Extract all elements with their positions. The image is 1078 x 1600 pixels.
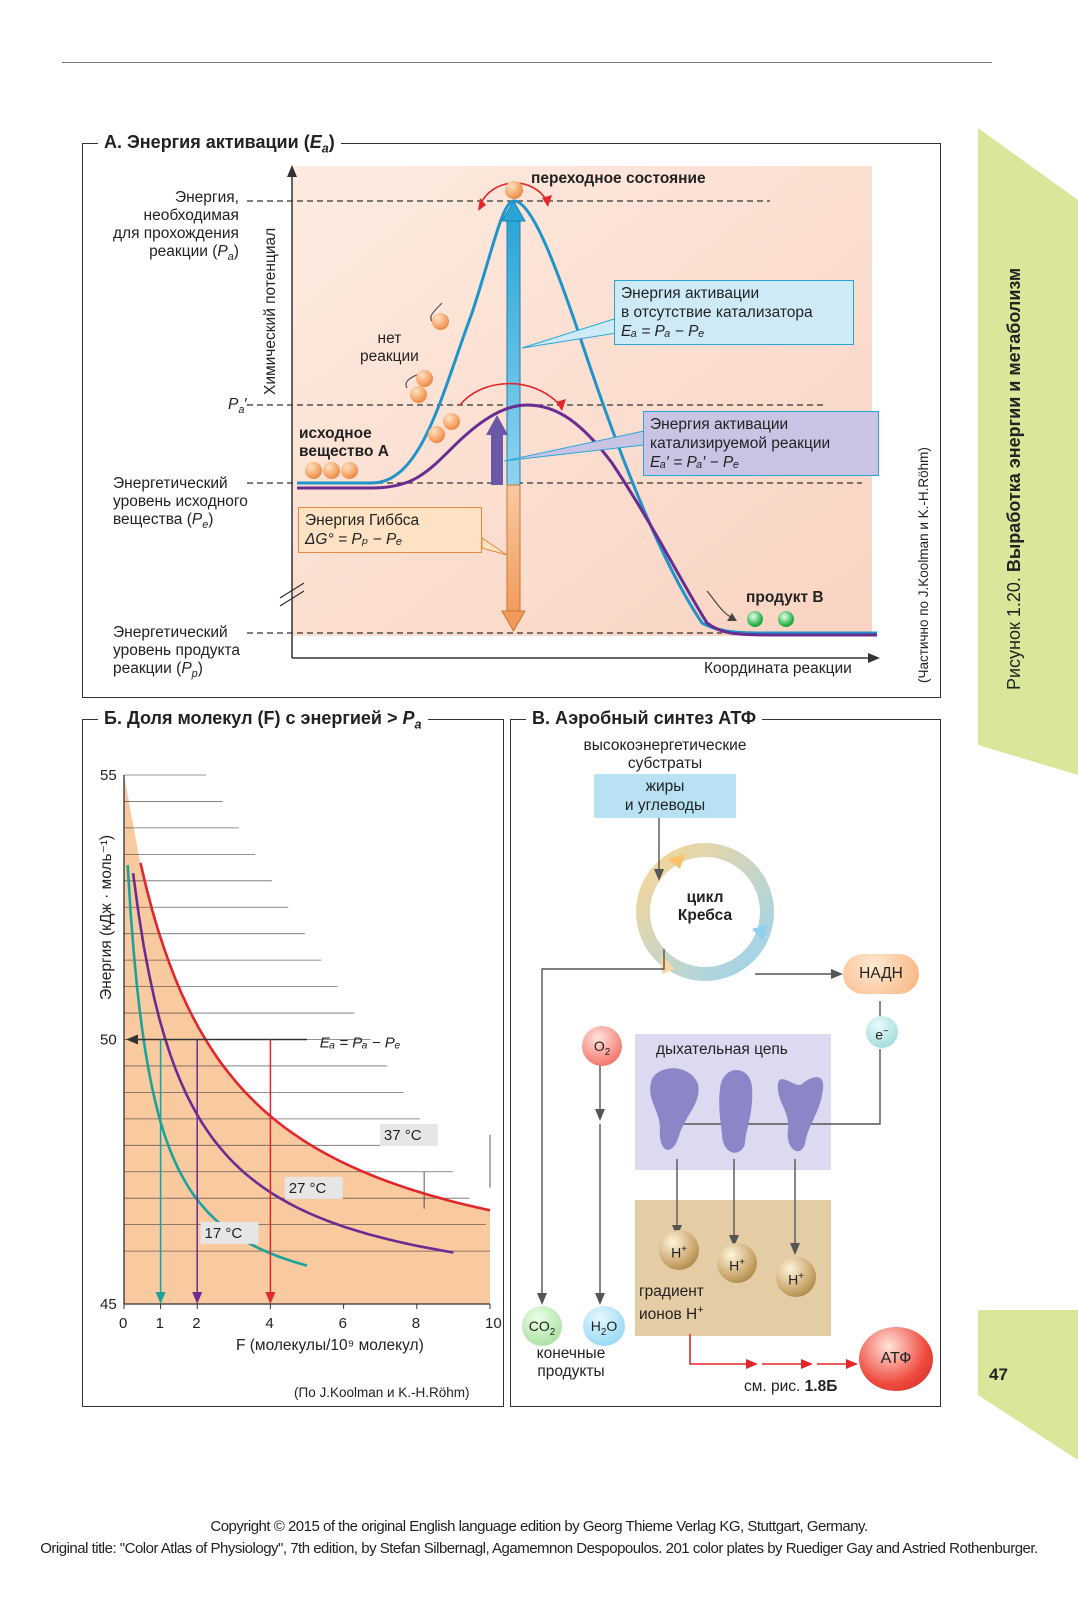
uncatalyzed-arrow-head: [501, 199, 526, 222]
y-axis-label-b: Энергия (кДж · моль⁻¹): [98, 834, 115, 1000]
h2o-badge: H2O: [583, 1306, 625, 1346]
atp-badge: АТФ: [859, 1327, 933, 1391]
uncatalyzed-curve: [297, 199, 877, 635]
temp-label-bg: [284, 1176, 343, 1199]
axis-break: [279, 590, 305, 607]
header-rule: [62, 62, 992, 63]
o2-badge: O2: [582, 1026, 622, 1066]
x-tick-label: 4: [265, 1315, 273, 1332]
curve-17c: [126, 865, 308, 1267]
transition-ball: [505, 181, 523, 199]
plot-background: [292, 166, 872, 636]
gradient-label: градиент ионов H+: [639, 1283, 704, 1324]
y-tick-label: 50: [100, 1032, 117, 1049]
protein-complex: [650, 1068, 699, 1150]
panel-c-title: В. Аэробный синтез АТФ: [526, 708, 763, 729]
climbing-ball: [428, 426, 445, 443]
x-axis-label-b: F (молекулы/10⁹ молекул): [236, 1337, 424, 1354]
transition-state-label: переходное состояние: [531, 170, 706, 187]
panel-a-title: А. Энергия активации (Ea): [98, 132, 341, 156]
sidebar-caption: Рисунок 1.20. Выработка энергии и метабо…: [1004, 267, 1024, 690]
gibbs-box: Энергия Гиббса ΔG° = Pₚ − Pₑ: [298, 507, 482, 553]
ea-formula: Eₐ = Pₐ − Pₑ: [320, 1035, 401, 1052]
catalyzed-arc: [459, 382, 561, 406]
y-axis-label: Химический потенциал: [262, 227, 279, 395]
catalyzed-arrow: [491, 433, 503, 485]
substrate-box: жиры и углеводы: [594, 774, 736, 818]
product-ball: [747, 611, 763, 627]
protein-complex: [777, 1077, 824, 1152]
temp-label-bg: [379, 1124, 438, 1147]
product-label: продукт В: [746, 589, 824, 606]
x-tick-label: 0: [119, 1315, 127, 1332]
panel-a: [82, 143, 941, 698]
temp-label-2: 17 °C: [205, 1225, 243, 1242]
curve-37c: [139, 862, 491, 1212]
product-level-label: Энергетический уровень продукта реакции …: [113, 624, 241, 681]
krebs-label: цикл Кребса: [677, 889, 733, 924]
drop-arrow: [265, 1292, 276, 1304]
source-note-a: (Частично по J.Koolman и K.-H.Röhm): [916, 447, 931, 683]
uncatalyzed-arrow: [506, 217, 521, 486]
h-ion: H+: [717, 1243, 757, 1283]
y-tick-label: 55: [100, 767, 117, 784]
source-note-b: (По J.Koolman и K.-H.Röhm): [294, 1385, 470, 1400]
x-tick-label: 10: [485, 1315, 502, 1332]
h-ion: H+: [659, 1230, 699, 1270]
reactant-ball: [305, 462, 322, 479]
axis-break: [279, 582, 305, 599]
electron-badge: e−: [866, 1016, 898, 1048]
y-tick-label: 45: [100, 1296, 117, 1313]
reactant-ball: [323, 462, 340, 479]
y-axis-arrow: [287, 165, 297, 177]
activation-energy-diagram: [247, 165, 880, 663]
no-reaction-label: нет реакции: [360, 330, 419, 365]
climbing-ball: [443, 413, 460, 430]
page-number: 47: [989, 1365, 1008, 1384]
energy-needed-label: Энергия, необходимая для прохождения реа…: [113, 189, 239, 264]
sidebar-tab: [978, 128, 1078, 1460]
falling-ball: [432, 313, 449, 330]
x-axis-label: Координата реакции: [704, 660, 852, 677]
x-tick-label: 1: [156, 1315, 164, 1332]
molecule-fraction-chart: Eₐ = Pₐ − Pₑ 37 °C 27 °C 17 °C 0 1 2 4 6 8 10 55 50 4…: [100, 767, 502, 1332]
curve-27c: [131, 873, 454, 1254]
see-figure-label: см. рис. 1.8Б: [744, 1378, 838, 1395]
pointer-gibbs: [481, 537, 508, 556]
copyright-line-2: Original title: "Color Atlas of Physiolo…: [40, 1540, 1038, 1557]
catalyzed-box: Энергия активации катализируемой реакции…: [643, 411, 879, 476]
resp-chain-label: дыхательная цепь: [656, 1041, 788, 1058]
drop-arrow: [192, 1292, 203, 1304]
reactant-level-label: Энергетический уровень исходного веществ…: [113, 475, 248, 532]
falling-ball: [410, 386, 427, 403]
x-axis-arrow: [868, 653, 880, 663]
atp-synthesis-diagram: [537, 814, 881, 1369]
nadh-badge: НАДН: [843, 954, 919, 994]
temp-label-0: 37 °C: [384, 1127, 422, 1144]
protein-complex: [719, 1069, 753, 1153]
x-tick-label: 2: [192, 1315, 200, 1332]
drop-arrow: [155, 1292, 166, 1304]
start-substance-label: исходное вещество А: [299, 425, 389, 460]
co2-badge: CO2: [522, 1306, 562, 1346]
x-tick-label: 6: [339, 1315, 347, 1332]
product-ball: [778, 611, 794, 627]
temp-label-bg: [200, 1221, 259, 1244]
end-products-label: конечные продукты: [536, 1345, 606, 1380]
temp-label-1: 27 °C: [289, 1180, 327, 1197]
h-ion: H+: [776, 1257, 816, 1297]
uncatalyzed-box: Энергия активации в отсутствие катализат…: [614, 280, 854, 345]
copyright-line-1: Copyright © 2015 of the original English…: [210, 1518, 868, 1535]
reactant-ball: [341, 462, 358, 479]
gibbs-arrow-head: [501, 610, 526, 633]
catalyzed-arrow-head: [486, 415, 508, 435]
x-tick-label: 8: [412, 1315, 420, 1332]
ea-arrow: [126, 1034, 138, 1045]
catalyzed-curve: [297, 403, 877, 637]
substrates-label: высокоэнергетические субстраты: [583, 737, 747, 772]
pa-prime-label: Pa′: [228, 396, 248, 417]
panel-b-title: Б. Доля молекул (F) с энергией > Pa: [98, 708, 428, 732]
falling-ball: [416, 370, 433, 387]
gibbs-arrow: [506, 484, 521, 616]
